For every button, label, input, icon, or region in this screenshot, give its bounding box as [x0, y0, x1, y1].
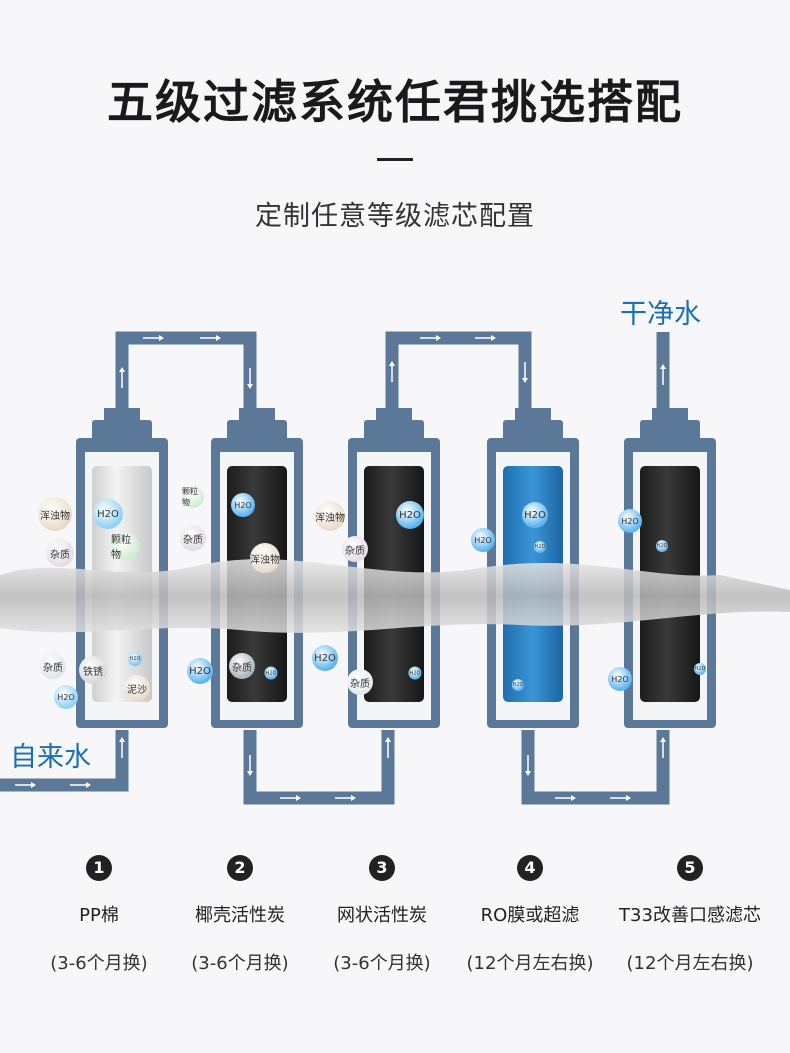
- particle-bubble: H2O: [264, 666, 278, 680]
- flow-arrow-icon: [280, 795, 301, 801]
- particle-bubble: H2O: [534, 541, 546, 553]
- particle-bubble: H2O: [608, 667, 632, 691]
- particle-bubble: H2O: [396, 501, 424, 529]
- flow-arrow-icon: [15, 782, 36, 788]
- particle-bubble: H2O: [694, 663, 706, 675]
- stage-period: (3-6个月换): [50, 953, 148, 974]
- flow-arrow-icon: [385, 737, 391, 758]
- particle-bubble: 杂质: [46, 539, 74, 567]
- stage-number: 5: [677, 855, 703, 881]
- divider: [377, 158, 413, 161]
- stage-number: 2: [227, 855, 253, 881]
- stage-2: 2 椰壳活性炭 (3-6个月换): [165, 855, 315, 975]
- flow-arrow-icon: [247, 368, 253, 389]
- particle-bubble: 浑浊物: [315, 501, 345, 531]
- particle-bubble: 颗粒物: [111, 532, 139, 561]
- water-stream: [0, 559, 790, 633]
- flow-arrow-icon: [522, 362, 528, 383]
- stage-name: T33改善口感滤芯: [619, 905, 761, 926]
- inlet-label: 自来水: [10, 742, 91, 773]
- particle-bubble: 浑浊物: [250, 543, 280, 573]
- particle-bubble: 杂质: [342, 536, 368, 562]
- flow-arrow-icon: [660, 737, 666, 758]
- particle-bubble: H2O: [618, 509, 642, 533]
- flow-arrow-icon: [610, 795, 631, 801]
- particle-bubble: H2O: [231, 493, 255, 517]
- stage-name: PP棉: [79, 905, 119, 926]
- particle-bubble: H2O: [128, 652, 142, 666]
- stage-name: 椰壳活性炭: [195, 905, 285, 926]
- flow-arrow-icon: [389, 361, 395, 382]
- stage-number: 4: [517, 855, 543, 881]
- stage-name: 网状活性炭: [337, 905, 427, 926]
- page-subtitle: 定制任意等级滤芯配置: [255, 201, 535, 232]
- stage-3: 3 网状活性炭 (3-6个月换): [307, 855, 457, 975]
- particle-bubble: 颗粒物: [182, 486, 204, 508]
- particle-bubble: H2O: [522, 502, 548, 528]
- flow-arrow-icon: [143, 335, 164, 341]
- particle-bubble: 杂质: [347, 669, 373, 695]
- stage-period: (3-6个月换): [333, 953, 431, 974]
- flow-arrow-icon: [660, 364, 666, 385]
- stage-period: (12个月左右换): [466, 953, 594, 974]
- flow-arrow-icon: [475, 335, 496, 341]
- particle-bubble: 杂质: [229, 653, 255, 679]
- stage-1: 1 PP棉 (3-6个月换): [24, 855, 174, 975]
- stage-period: (12个月左右换): [626, 953, 754, 974]
- particle-bubble: 泥沙: [124, 675, 150, 701]
- particle-bubble: H2O: [54, 685, 78, 709]
- particle-bubble: H2O: [408, 666, 422, 680]
- particle-bubble: 浑浊物: [38, 497, 72, 531]
- particle-bubble: H2O: [312, 645, 338, 671]
- particle-bubble: H2O: [512, 679, 524, 691]
- filter-housing-5: [624, 408, 716, 728]
- particle-bubble: 杂质: [180, 525, 206, 551]
- flow-arrow-icon: [525, 755, 531, 776]
- flow-arrow-icon: [247, 755, 253, 776]
- particle-bubble: 杂质: [40, 653, 66, 679]
- particle-bubble: H2O: [187, 658, 213, 684]
- outlet-label: 干净水: [620, 299, 701, 330]
- flow-arrow-icon: [335, 795, 356, 801]
- stage-period: (3-6个月换): [191, 953, 289, 974]
- stage-number: 1: [86, 855, 112, 881]
- flow-arrow-icon: [200, 335, 221, 341]
- flow-arrow-icon: [420, 335, 441, 341]
- flow-arrow-icon: [119, 367, 125, 388]
- particle-bubble: H2O: [656, 540, 668, 552]
- stage-name: RO膜或超滤: [480, 905, 580, 926]
- page-title: 五级过滤系统任君挑选搭配: [107, 75, 683, 129]
- stage-4: 4 RO膜或超滤 (12个月左右换): [455, 855, 605, 975]
- particle-bubble: H2O: [93, 499, 123, 529]
- stage-number: 3: [369, 855, 395, 881]
- particle-bubble: 铁锈: [79, 656, 107, 684]
- stage-5: 5 T33改善口感滤芯 (12个月左右换): [615, 855, 765, 975]
- flow-arrow-icon: [555, 795, 576, 801]
- particle-bubble: H2O: [471, 528, 495, 552]
- flow-arrow-icon: [70, 782, 91, 788]
- flow-arrow-icon: [119, 737, 125, 758]
